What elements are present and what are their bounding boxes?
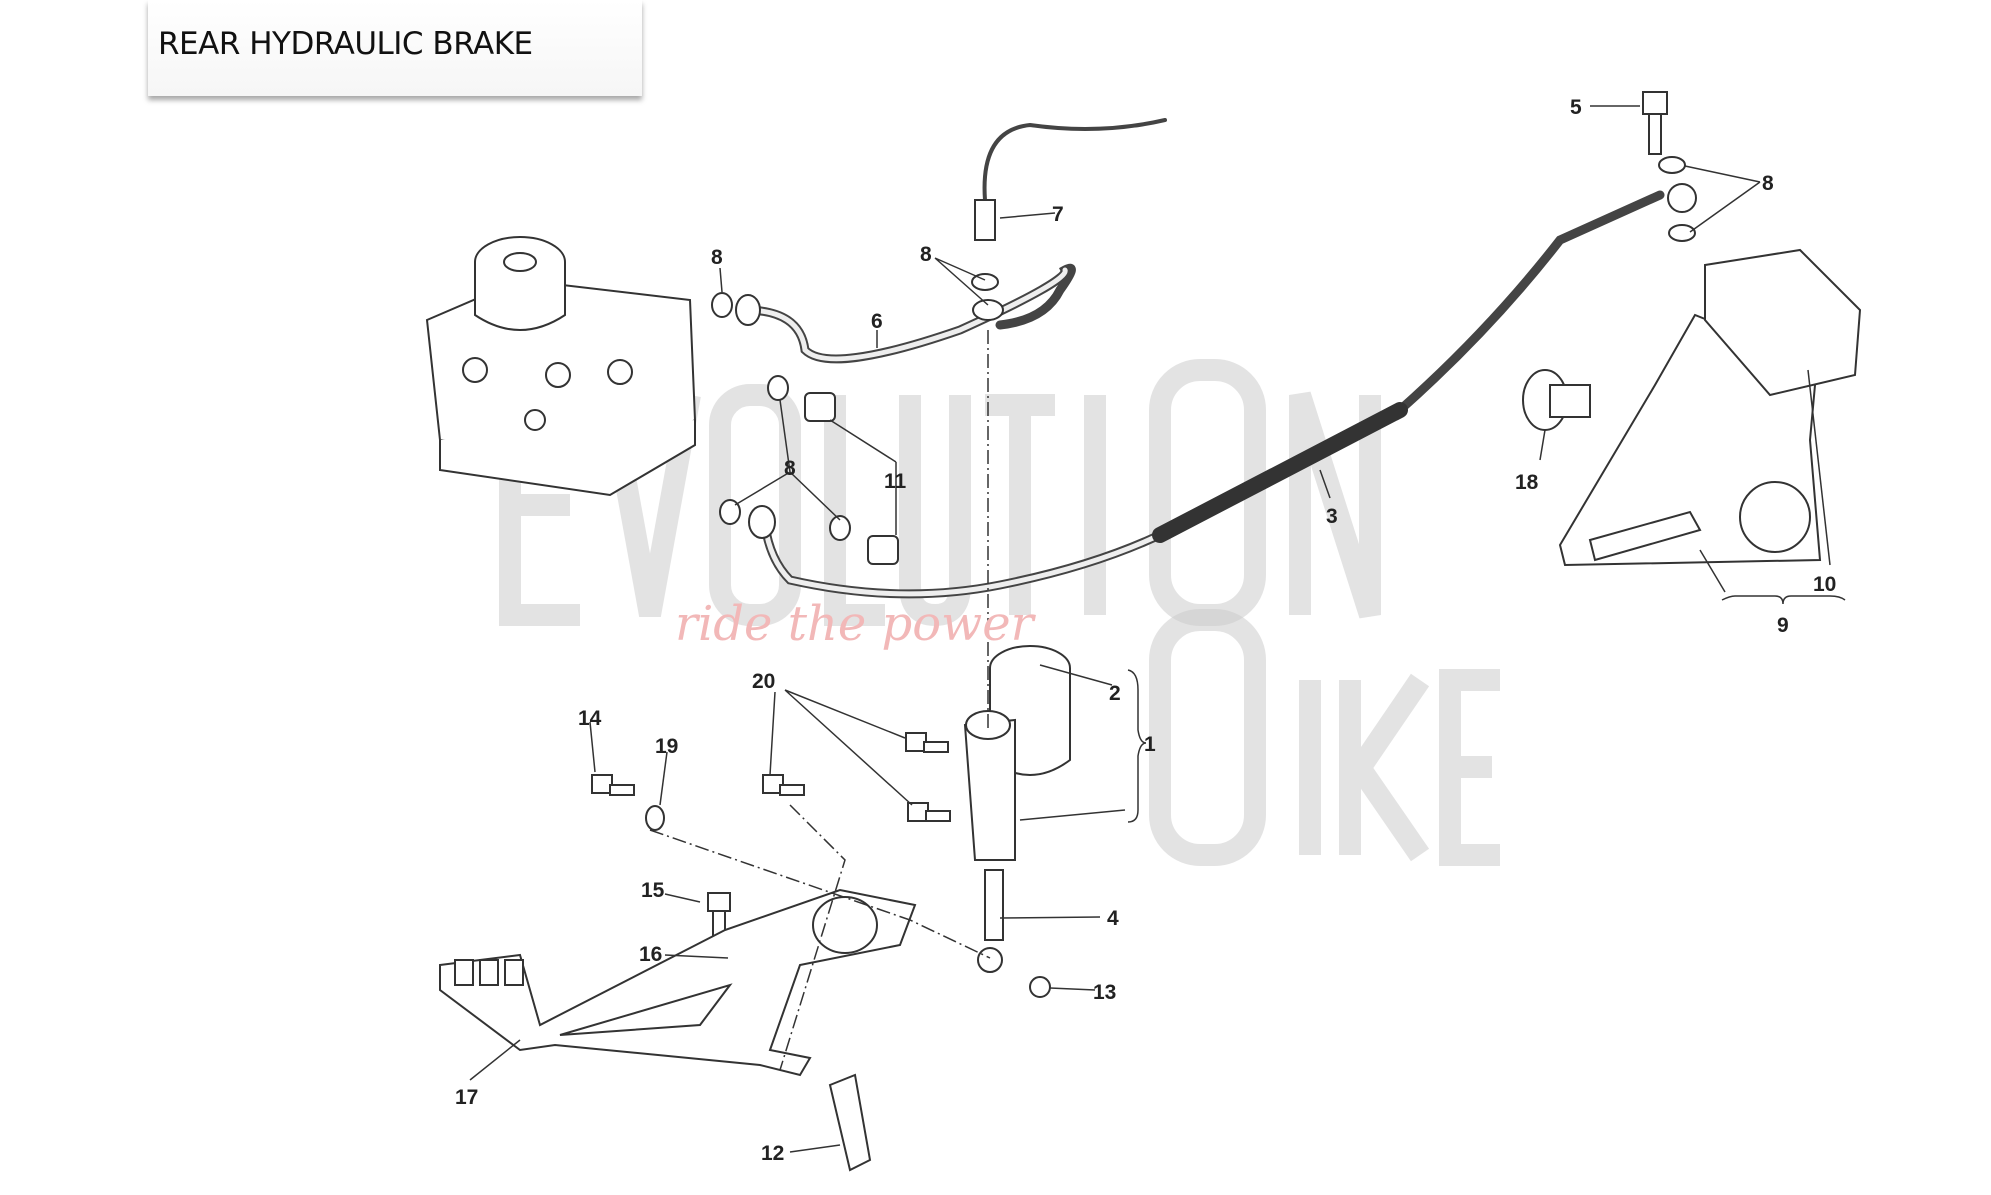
brake-pedal [439, 888, 917, 1172]
callout-7: 7 [1052, 203, 1064, 226]
watermark-logo [499, 359, 1500, 866]
callout-8: 8 [784, 457, 796, 480]
callout-1: 1 [1144, 733, 1156, 756]
washers-bolts [591, 91, 1697, 998]
callout-14: 14 [578, 707, 602, 730]
callout-5: 5 [1570, 96, 1582, 119]
callout-3: 3 [1326, 505, 1338, 528]
callout-15: 15 [641, 879, 665, 902]
callout-4: 4 [1107, 907, 1119, 930]
abs-unit [425, 236, 697, 497]
leader-lines [469, 105, 1846, 1153]
callout-6: 6 [871, 310, 883, 333]
callout-9: 9 [1777, 614, 1789, 637]
callout-19: 19 [655, 735, 678, 758]
master-cylinder [963, 645, 1071, 973]
callout-labels: 5 8 7 8 8 6 11 8 3 18 10 9 2 1 20 14 19 … [455, 96, 1836, 1165]
diagram-title-box: REAR HYDRAULIC BRAKE [148, 0, 642, 96]
callout-18: 18 [1515, 471, 1539, 494]
callout-8: 8 [920, 243, 932, 266]
callout-8: 8 [711, 246, 723, 269]
callout-10: 10 [1813, 573, 1836, 596]
callout-8: 8 [1762, 172, 1774, 195]
callout-13: 13 [1093, 981, 1116, 1004]
callout-16: 16 [639, 943, 662, 966]
brake-pipes [740, 118, 1665, 599]
rear-caliper [1522, 248, 1862, 567]
callout-20: 20 [752, 670, 775, 693]
callout-2: 2 [1109, 682, 1121, 705]
watermark-slogan: ride the power [675, 596, 1037, 652]
callout-17: 17 [455, 1086, 478, 1109]
diagram-title: REAR HYDRAULIC BRAKE [158, 26, 533, 62]
callout-12: 12 [761, 1142, 784, 1165]
callout-11: 11 [884, 470, 907, 493]
